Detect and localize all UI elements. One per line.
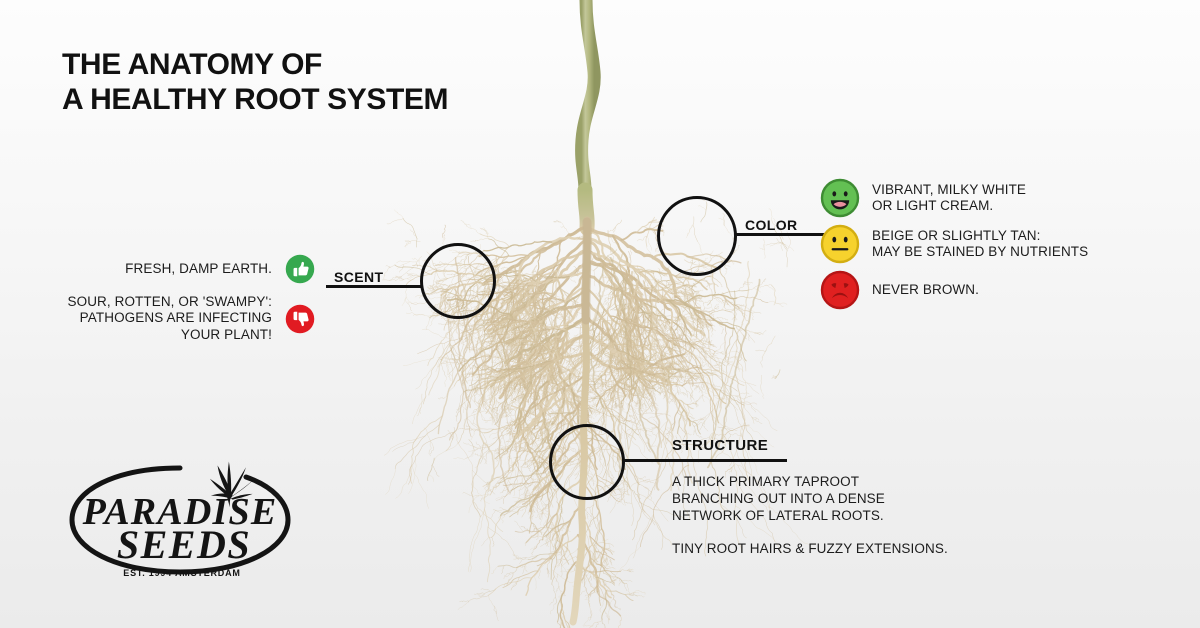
scent-bad-text: SOUR, ROTTEN, OR 'SWAMPY': PATHOGENS ARE…	[67, 294, 272, 342]
color-item-neutral: BEIGE OR SLIGHTLY TAN: MAY BE STAINED BY…	[820, 224, 1088, 264]
page-title: THE ANATOMY OF A HEALTHY ROOT SYSTEM	[62, 48, 449, 117]
leader-line-structure	[623, 459, 787, 462]
logo-line2: SEEDS	[117, 522, 251, 567]
paradise-seeds-logo: PARADISE SEEDS EST. 1994 AMSTERDAM	[69, 461, 291, 578]
neutral-face-icon	[820, 224, 860, 264]
scent-item-bad: SOUR, ROTTEN, OR 'SWAMPY': PATHOGENS ARE…	[40, 294, 315, 343]
color-section: VIBRANT, MILKY WHITE OR LIGHT CREAM. BEI…	[820, 178, 1088, 316]
section-label-scent: SCENT	[334, 269, 384, 285]
thumbs-up-icon	[285, 254, 315, 284]
happy-face-icon	[820, 178, 860, 218]
color-item-bad: NEVER BROWN.	[820, 270, 1088, 310]
callout-circle-scent	[420, 243, 496, 319]
scent-item-good: FRESH, DAMP EARTH.	[40, 254, 315, 284]
scent-good-text: FRESH, DAMP EARTH.	[125, 260, 272, 276]
callout-circle-structure	[549, 424, 625, 500]
logo-tagline: EST. 1994 AMSTERDAM	[123, 568, 240, 578]
color-good-text: VIBRANT, MILKY WHITE OR LIGHT CREAM.	[872, 181, 1027, 213]
section-label-structure: STRUCTURE	[672, 437, 769, 454]
scent-section: FRESH, DAMP EARTH. SOUR, ROTTEN, OR 'SWA…	[40, 254, 315, 343]
sad-face-icon	[820, 270, 860, 310]
section-label-color: COLOR	[745, 217, 798, 233]
structure-secondary-text: TINY ROOT HAIRS & FUZZY EXTENSIONS.	[672, 541, 948, 556]
color-neutral-text: BEIGE OR SLIGHTLY TAN: MAY BE STAINED BY…	[872, 227, 1089, 259]
structure-primary-text: A THICK PRIMARY TAPROOT BRANCHING OUT IN…	[672, 474, 885, 523]
structure-section: A THICK PRIMARY TAPROOT BRANCHING OUT IN…	[672, 473, 1002, 557]
color-item-good: VIBRANT, MILKY WHITE OR LIGHT CREAM.	[820, 178, 1088, 218]
callout-circle-color	[657, 196, 737, 276]
color-bad-text: NEVER BROWN.	[872, 281, 979, 297]
thumbs-down-icon	[285, 304, 315, 333]
leader-line-scent	[326, 285, 422, 288]
